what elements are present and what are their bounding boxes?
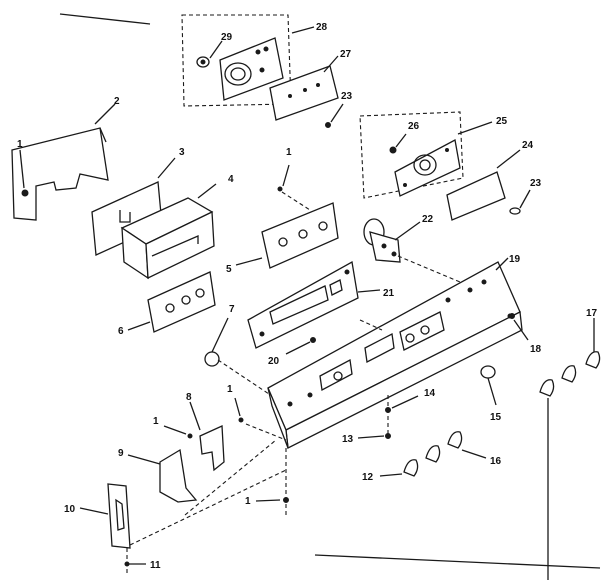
callout-29: 29 [221, 32, 233, 43]
part-19-main-control-panel [267, 257, 523, 450]
part-27-label-plate [269, 65, 339, 121]
part-21-control-panel [247, 260, 359, 349]
part-15-indicator-light [480, 365, 496, 379]
callout-17: 17 [586, 308, 598, 319]
part-10-end-bracket [79, 483, 131, 549]
part-28-kit-box [181, 14, 292, 107]
part-17-knob-set [539, 318, 601, 397]
part-25-dial-opening [413, 154, 437, 176]
part-8-bracket [199, 425, 225, 472]
part-24-label-plate [446, 171, 506, 221]
callout-13: 13 [342, 434, 354, 445]
callout-27: 27 [340, 49, 352, 60]
part-6-switch-panel [147, 271, 216, 333]
part-4-channel-bracket [120, 183, 217, 280]
callout-1: 1 [286, 147, 292, 158]
scan-artifact-bottom [314, 554, 601, 569]
callout-1: 1 [17, 139, 23, 150]
callout-6: 6 [118, 326, 124, 337]
part-20-screw [310, 337, 316, 343]
callout-18: 18 [530, 344, 542, 355]
callout-3: 3 [179, 147, 185, 158]
callout-11: 11 [150, 560, 161, 571]
callout-12: 12 [362, 472, 374, 483]
callout-1: 1 [153, 416, 159, 427]
callout-16: 16 [490, 456, 502, 467]
part-18-screw [509, 313, 515, 319]
callout-8: 8 [186, 392, 192, 403]
callout-1: 1 [245, 496, 251, 507]
part-9-side-bracket [159, 448, 198, 503]
callout-14: 14 [424, 388, 436, 399]
part-1-screw-side [187, 433, 193, 439]
part-23-screw-right [509, 207, 521, 215]
callout-26: 26 [408, 121, 420, 132]
part-26-screw [389, 146, 397, 154]
part-13-screw [385, 433, 391, 439]
callout-21: 21 [383, 288, 395, 299]
callout-22: 22 [422, 214, 434, 225]
callout-4: 4 [228, 174, 234, 185]
part-25-kit-box [359, 111, 493, 199]
callout-9: 9 [118, 448, 124, 459]
part-22-clock-timer [363, 218, 461, 283]
callout-24: 24 [522, 140, 534, 151]
callout-5: 5 [226, 264, 232, 275]
part-1-screw-left [21, 189, 29, 197]
part-7-clip [204, 351, 220, 367]
callout-7: 7 [229, 304, 235, 315]
part-16-knob-set [379, 431, 487, 477]
callout-19: 19 [509, 254, 521, 265]
part-25-plate [394, 139, 461, 197]
part-23-screw-upper [325, 122, 331, 128]
assembly-line [129, 469, 287, 546]
callout-25: 25 [496, 116, 508, 127]
part-5-switch-panel [261, 202, 339, 269]
callout-15: 15 [490, 412, 502, 423]
part-28-dial-opening [224, 62, 252, 86]
callout-20: 20 [268, 356, 280, 367]
callout-10: 10 [64, 504, 76, 515]
callout-2: 2 [114, 96, 120, 107]
part-2-end-panel [11, 103, 116, 221]
part-1-screw-bracket [238, 417, 244, 423]
callout-28: 28 [316, 22, 328, 33]
callout-1: 1 [227, 384, 233, 395]
callout-23: 23 [530, 178, 542, 189]
scan-artifact-top [59, 13, 151, 25]
callout-23: 23 [341, 91, 353, 102]
